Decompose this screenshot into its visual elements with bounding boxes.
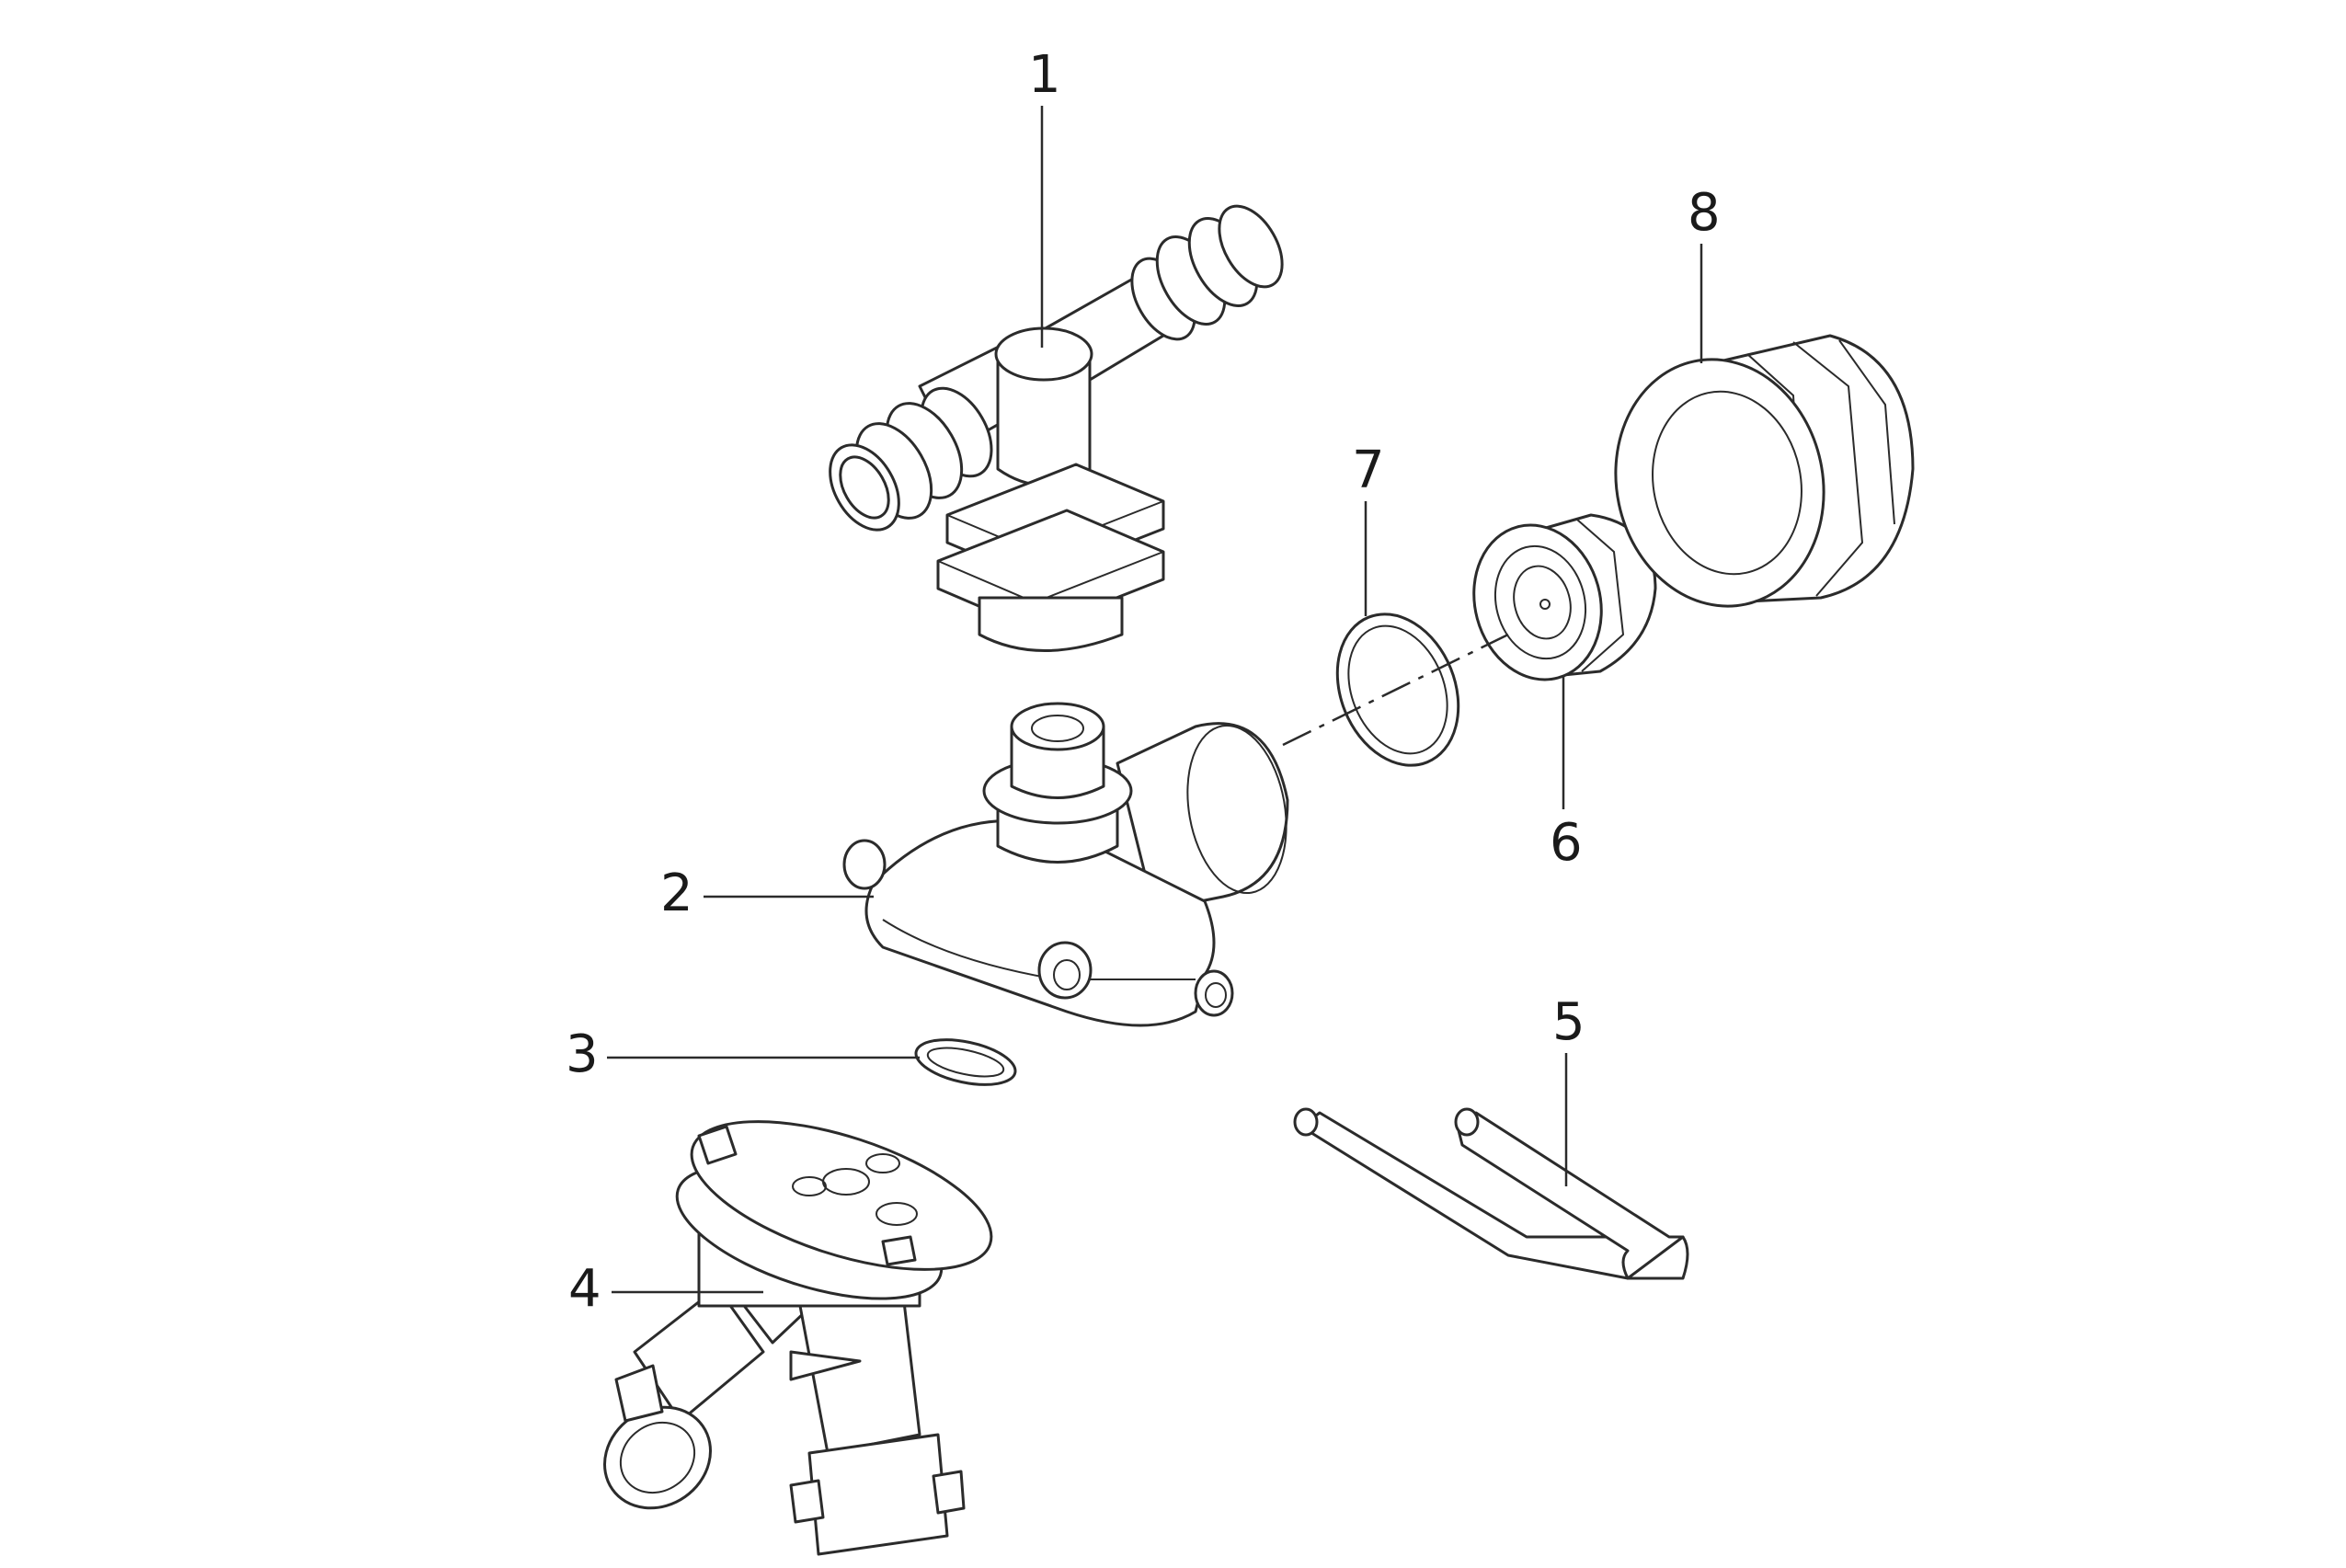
part-label-2: 2: [660, 864, 693, 923]
part-4-y-coupler: [603, 1120, 993, 1556]
assembly-axis-line: [1282, 633, 1509, 747]
part-3-small-o-ring: [914, 1038, 1017, 1086]
part-2-valve-body: [842, 702, 1289, 1027]
part-8-union-nut: [1614, 334, 1915, 608]
part-label-5: 5: [1552, 992, 1585, 1052]
part-label-7: 7: [1352, 441, 1385, 500]
part-label-4: 4: [568, 1259, 601, 1319]
part-label-3: 3: [566, 1024, 599, 1084]
part-label-1: 1: [1028, 45, 1061, 105]
part-label-8: 8: [1688, 183, 1721, 243]
part-6-nozzle: [1472, 513, 1657, 681]
part-5-tool: [1293, 1107, 1689, 1280]
part-label-6: 6: [1550, 813, 1583, 873]
part-1-t-fitting: [829, 204, 1284, 652]
